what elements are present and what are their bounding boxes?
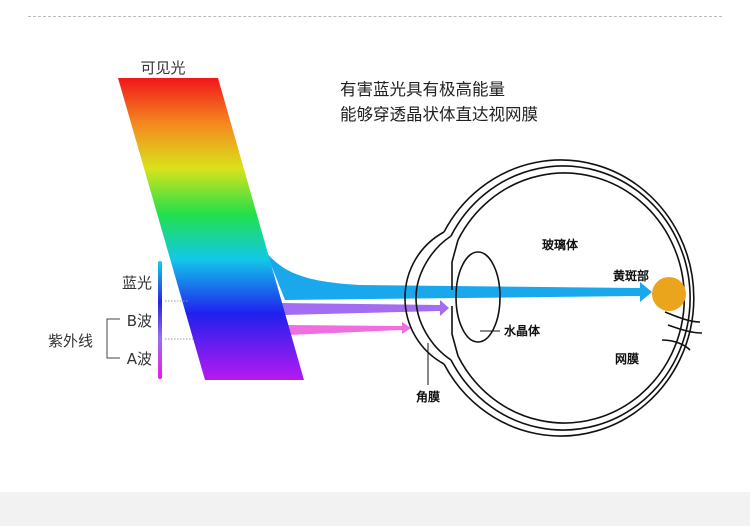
macula-label: 黄斑部 <box>613 268 649 283</box>
visible-light-label: 可见光 <box>140 59 185 77</box>
uv-scale-bar <box>158 261 162 379</box>
uvb-beam <box>280 300 449 316</box>
blue-light-beam <box>266 252 652 302</box>
macula-spot <box>652 277 686 311</box>
retina-label: 网膜 <box>615 351 639 366</box>
lens-label: 水晶体 <box>504 323 541 338</box>
uva-label: A波 <box>127 350 152 368</box>
uvb-label: B波 <box>127 312 152 330</box>
vitreous-label: 玻璃体 <box>542 237 579 252</box>
blue-light-label: 蓝光 <box>122 274 152 292</box>
cornea-label: 角膜 <box>416 389 440 404</box>
eye-illustration <box>404 159 703 437</box>
spectrum-band <box>118 78 304 380</box>
uva-beam <box>286 322 411 335</box>
headline-line-1: 有害蓝光具有极高能量 <box>340 80 505 99</box>
footer-band <box>0 492 750 526</box>
top-divider <box>28 16 722 17</box>
uv-bracket <box>106 318 120 359</box>
headline-line-2: 能够穿透晶状体直达视网膜 <box>340 105 538 124</box>
uv-label: 紫外线 <box>48 332 93 350</box>
